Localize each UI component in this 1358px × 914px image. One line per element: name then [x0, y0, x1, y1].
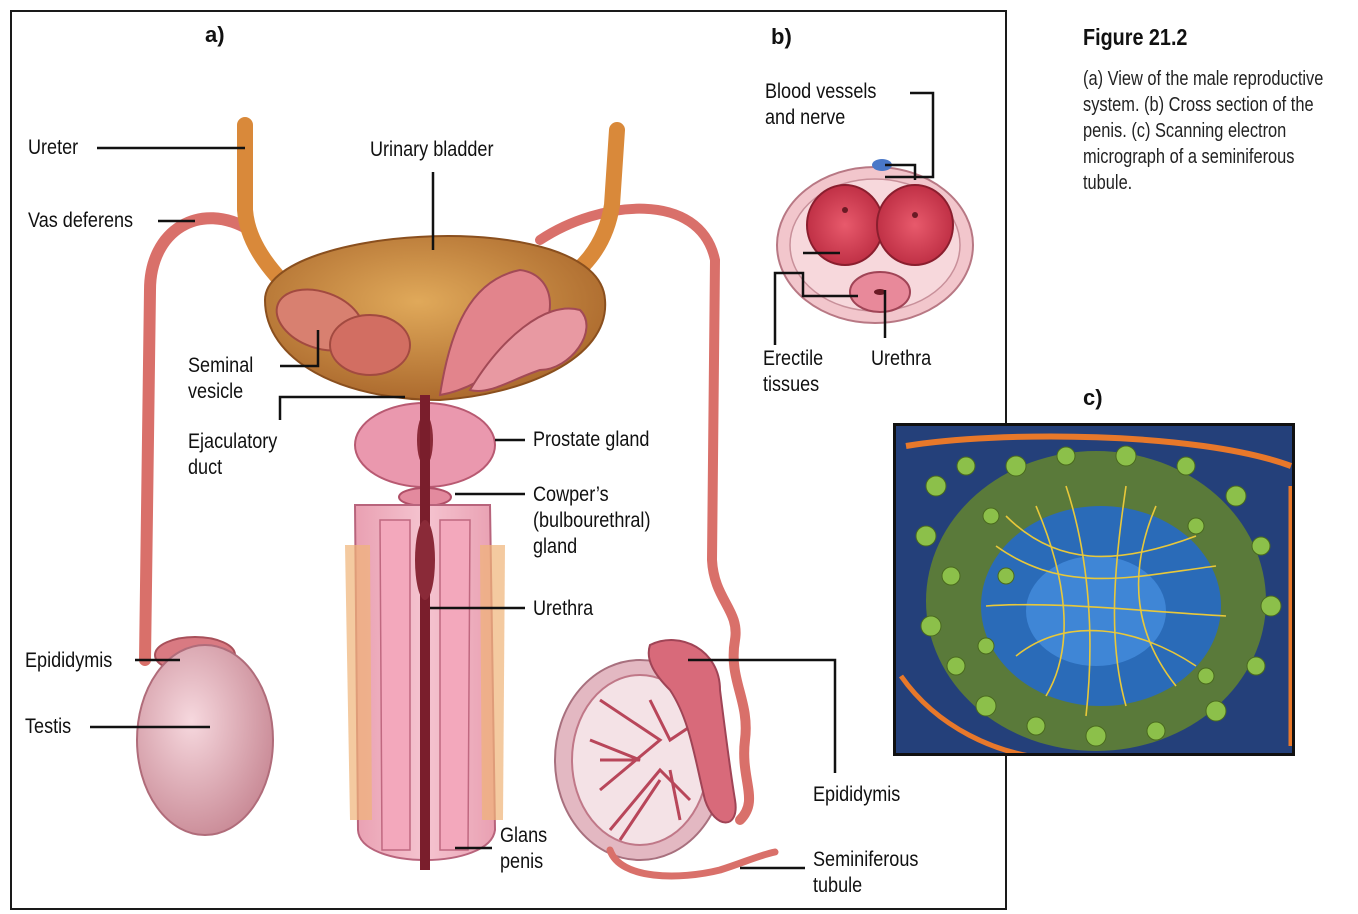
sem-micrograph-image [896, 426, 1295, 756]
label-testis: Testis [25, 714, 71, 740]
panel-label-b: b) [771, 24, 792, 50]
testis-shape [137, 645, 273, 835]
label-glans-penis: Glans penis [500, 823, 547, 875]
panel-label-a: a) [205, 22, 225, 48]
erectile-tissue-right [877, 185, 953, 265]
label-urethra-b: Urethra [871, 346, 931, 372]
figure-caption: (a) View of the male reproductive system… [1083, 66, 1345, 196]
panel-label-c: c) [1083, 385, 1103, 411]
sem-micrograph [893, 423, 1295, 756]
label-ejaculatory-duct: Ejaculatory duct [188, 429, 277, 481]
label-urethra-a: Urethra [533, 596, 593, 622]
figure-title: Figure 21.2 [1083, 24, 1187, 51]
label-vas-deferens: Vas deferens [28, 208, 133, 234]
label-erectile-tissues: Erectile tissues [763, 346, 823, 398]
label-epididymis-right: Epididymis [813, 782, 900, 808]
label-blood-vessels: Blood vessels and nerve [765, 79, 876, 131]
label-seminiferous-tubule: Seminiferous tubule [813, 847, 918, 899]
label-ureter: Ureter [28, 135, 78, 161]
label-seminal-vesicle: Seminal vesicle [188, 353, 253, 405]
label-cowpers-gland: Cowper’s (bulbourethral) gland [533, 482, 650, 560]
label-prostate-gland: Prostate gland [533, 427, 649, 453]
label-epididymis-left: Epididymis [25, 648, 112, 674]
label-urinary-bladder: Urinary bladder [370, 137, 493, 163]
